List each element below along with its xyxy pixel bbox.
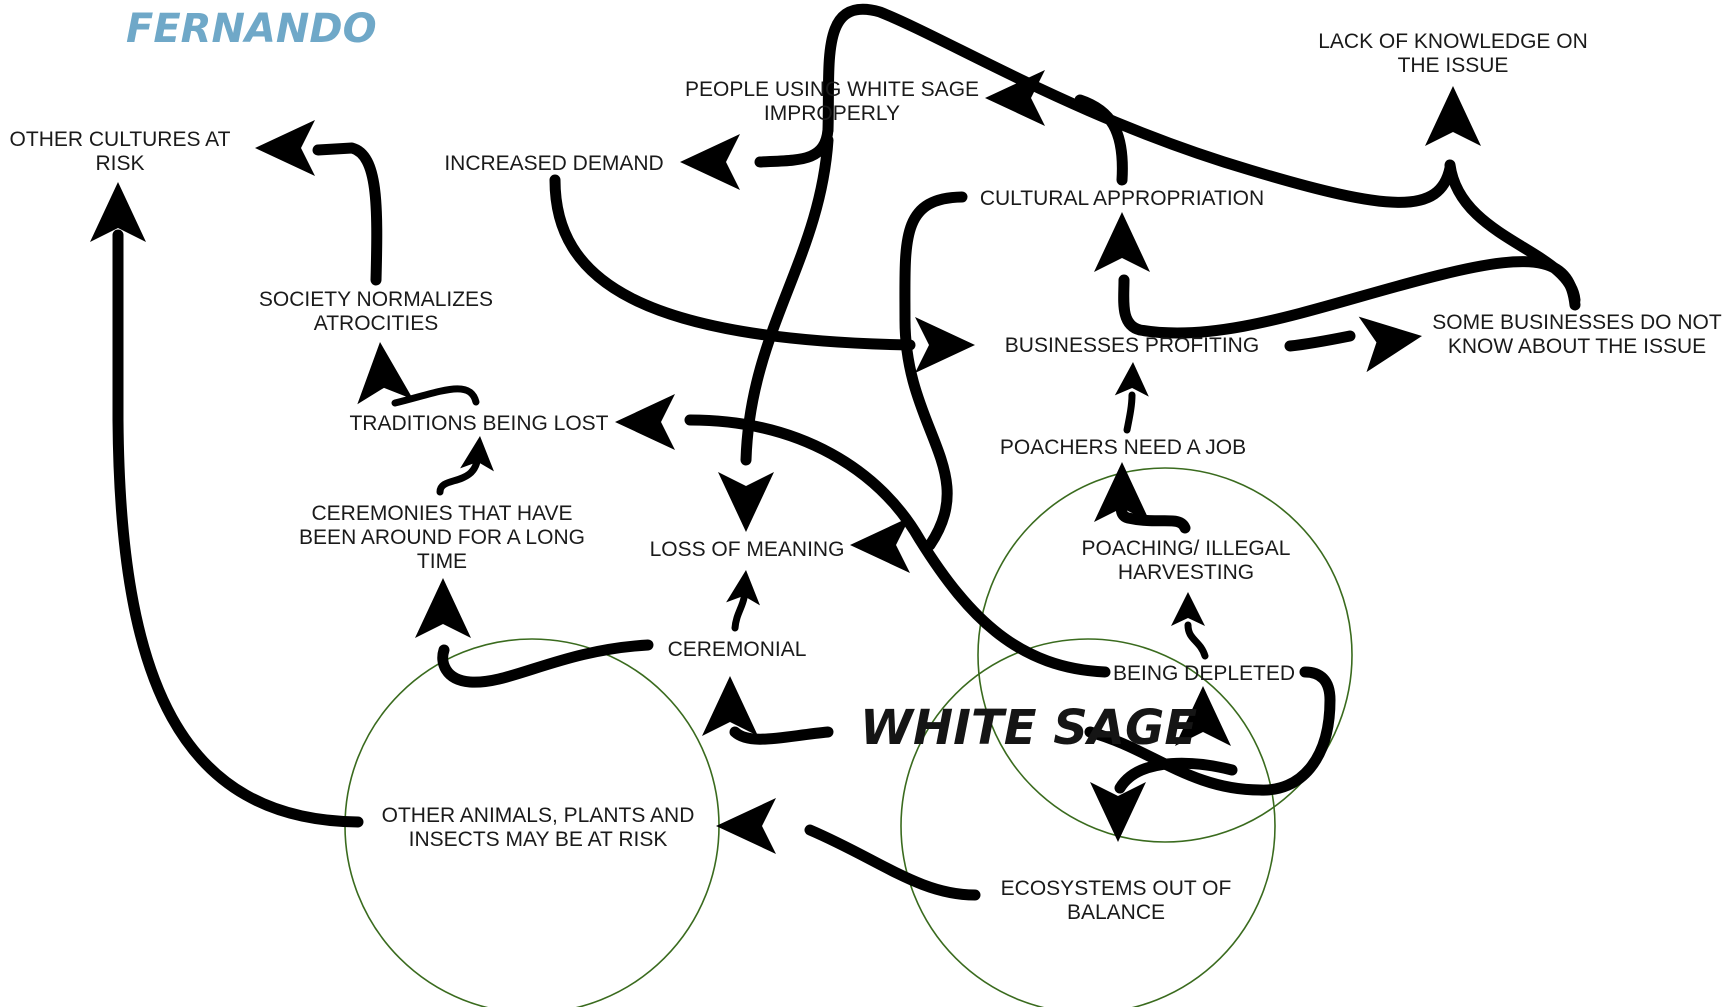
node-label-line: IMPROPERLY [764,102,900,125]
arrow-demand-to-business [549,174,916,351]
node-label-line: BALANCE [1067,901,1165,924]
node-label-line: BEEN AROUND FOR A LONG [299,526,585,549]
node-poachers-job: POACHERS NEED A JOB [1000,436,1246,459]
node-businesses-profiting: BUSINESSES PROFITING [1005,334,1259,357]
connector-arrows [90,3,1581,901]
node-label-line: RISK [95,152,144,175]
arrow-business-to-some [1284,330,1356,352]
arrow-people-to-demand [754,124,834,168]
node-label-line: CULTURAL APPROPRIATION [980,187,1264,210]
arrow-animals-to-cultures [112,229,364,828]
node-label-line: SOCIETY NORMALIZES [259,288,493,311]
node-traditions-lost: TRADITIONS BEING LOST [349,412,608,435]
node-cultural-appropriation: CULTURAL APPROPRIATION [980,187,1264,210]
arrow-people-to-loss [740,134,834,466]
node-ceremonial: CEREMONIAL [668,638,807,661]
node-label-line: CEREMONIAL [668,638,807,661]
node-label-line: KNOW ABOUT THE ISSUE [1448,335,1706,358]
node-being-depleted: BEING DEPLETED [1113,662,1295,685]
node-label-line: BUSINESSES PROFITING [1005,334,1259,357]
arrow-ceremonial-to-loss [731,594,748,632]
circle-poaching [977,467,1353,843]
node-label-line: LACK OF KNOWLEDGE ON [1318,30,1588,53]
node-label-line: ECOSYSTEMS OUT OF [1001,877,1232,900]
node-label-line: CEREMONIES THAT HAVE [312,502,573,525]
arrow-appropriation-to-loss [899,191,968,551]
arrow-society-to-cultures [312,142,383,286]
node-label-line: POACHING/ ILLEGAL [1082,537,1291,560]
node-label-line: INCREASED DEMAND [444,152,663,175]
node-label-line: HARVESTING [1118,561,1254,584]
arrow-some-to-lack [1444,159,1581,306]
arrow-poachers-to-business [1123,391,1136,434]
arrow-ceremonies-to-traditions [436,451,482,496]
node-label-line: LOSS OF MEANING [650,538,845,561]
center-topic-white-sage: WHITE SAGE [860,700,1197,756]
arrow-traditions-to-society [391,385,480,407]
node-loss-meaning: LOSS OF MEANING [650,538,845,561]
node-label-line: PEOPLE USING WHITE SAGE [685,78,979,101]
node-label-line: INSECTS MAY BE AT RISK [409,828,668,851]
node-label-line: THE ISSUE [1398,54,1509,77]
arrow-whitesage-to-ceremonial [729,726,834,745]
node-label-line: SOME BUSINESSES DO NOT [1432,311,1722,334]
circle-ecosystems [900,638,1276,1007]
node-label-line: ATROCITIES [314,312,438,335]
arrow-lack-loop-to-people [822,3,1456,208]
node-label-line: POACHERS NEED A JOB [1000,436,1246,459]
arrow-whitesage-to-depleted [1084,666,1336,796]
node-label-line: BEING DEPLETED [1113,662,1295,685]
arrow-depleted-to-poaching [1184,621,1209,660]
arrow-depleted-to-traditions [684,414,1111,678]
node-label-line: TRADITIONS BEING LOST [349,412,608,435]
node-label-line: OTHER ANIMALS, PLANTS AND [382,804,695,827]
node-increased-demand: INCREASED DEMAND [444,152,663,175]
node-label-line: TIME [417,550,467,573]
node-label-line: OTHER CULTURES AT [10,128,231,151]
arrow-ceremonial-to-ceremonies [437,639,654,688]
arrow-ecosystems-to-animals [804,824,981,901]
author-name: FERNANDO [126,6,377,52]
arrow-depleted-to-ecosystems [1114,757,1238,794]
